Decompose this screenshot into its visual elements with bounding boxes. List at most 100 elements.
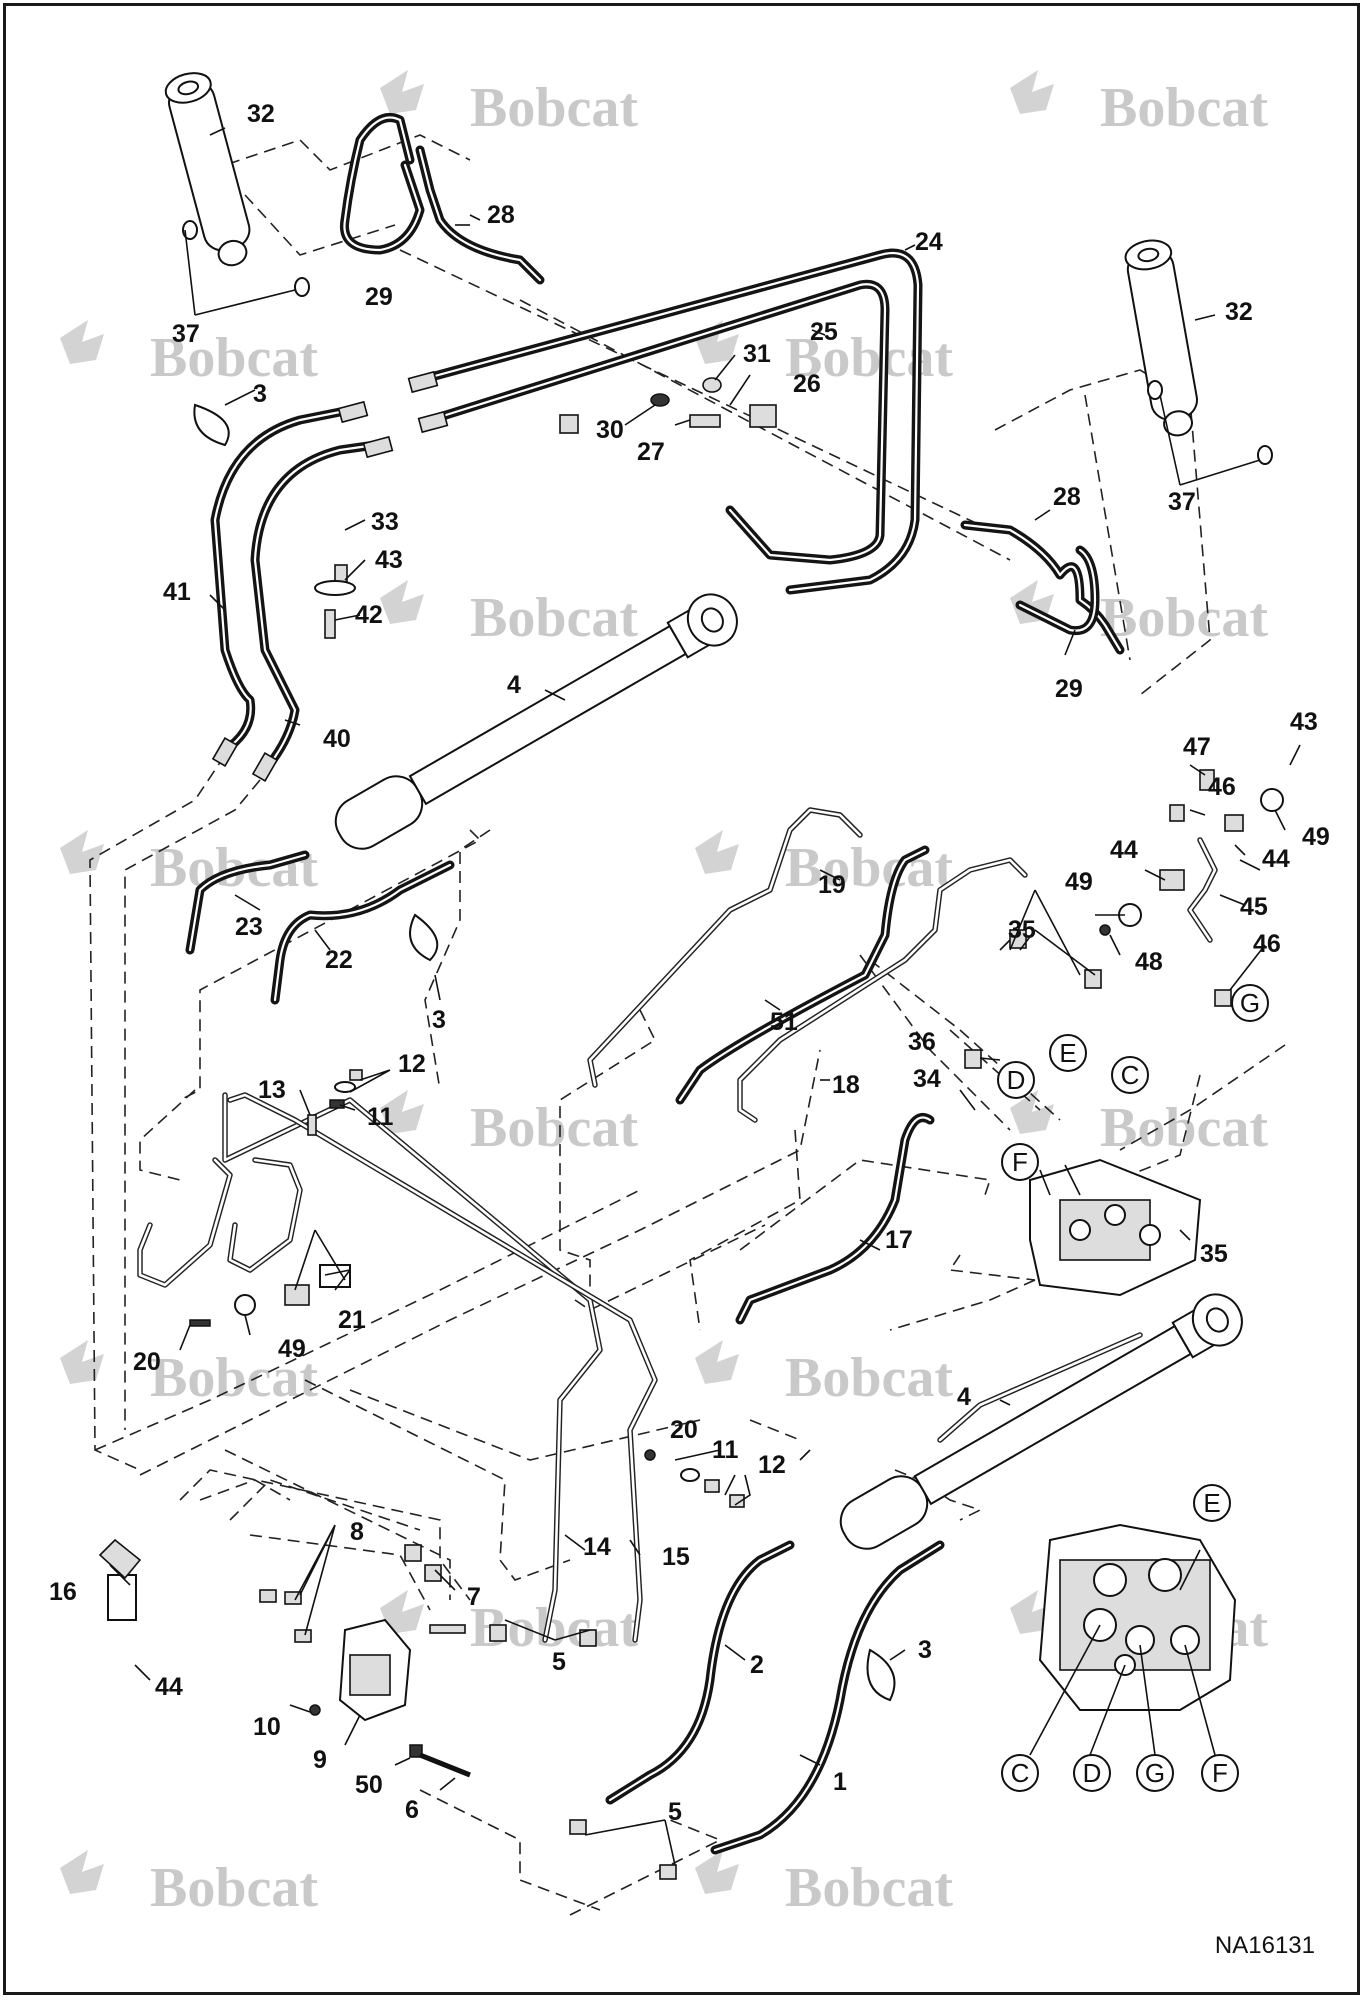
port-callout-f: F bbox=[1001, 1143, 1039, 1181]
label-part-2: 2 bbox=[750, 1651, 764, 1679]
svg-text:E: E bbox=[1203, 1488, 1220, 1518]
label-part-21: 21 bbox=[338, 1306, 366, 1334]
label-part-27: 27 bbox=[637, 438, 665, 466]
watermark-text: Bobcat bbox=[470, 1097, 638, 1159]
part-number-labels: 32 28 29 37 3 24 25 31 26 30 27 32 37 28… bbox=[49, 100, 1330, 1826]
watermark-text: Bobcat bbox=[470, 587, 638, 649]
label-part-25: 25 bbox=[810, 318, 838, 346]
detail-callout-f: F bbox=[1201, 1754, 1239, 1792]
svg-text:G: G bbox=[1145, 1758, 1165, 1788]
label-part-12b: 12 bbox=[758, 1451, 786, 1479]
label-part-34: 34 bbox=[913, 1065, 941, 1093]
label-part-46: 46 bbox=[1208, 773, 1236, 801]
label-part-17: 17 bbox=[885, 1226, 913, 1254]
svg-text:F: F bbox=[1212, 1758, 1228, 1788]
watermark-text: Bobcat bbox=[150, 327, 318, 389]
label-part-50: 50 bbox=[355, 1771, 383, 1799]
label-part-42: 44 bbox=[155, 1673, 183, 1701]
label-part-6: 7 bbox=[467, 1583, 481, 1611]
label-part-29: 29 bbox=[365, 283, 393, 311]
svg-text:D: D bbox=[1007, 1065, 1026, 1095]
assembly-dashed-lines bbox=[89, 134, 1286, 1916]
cylinder-upper-right bbox=[1124, 239, 1198, 437]
label-part-14: 14 bbox=[583, 1533, 611, 1561]
label-part-44b: 44 bbox=[1262, 845, 1290, 873]
label-part-29b: 29 bbox=[1055, 675, 1083, 703]
port-callout-d: D bbox=[997, 1061, 1035, 1099]
label-part-51: 51 bbox=[770, 1008, 798, 1036]
label-part-35: 35 bbox=[1008, 916, 1036, 944]
label-part-3c: 3 bbox=[918, 1636, 932, 1664]
label-part-40: 42 bbox=[355, 601, 383, 629]
label-part-35b: 36 bbox=[908, 1028, 936, 1056]
label-part-44: 44 bbox=[1110, 836, 1138, 864]
svg-text:G: G bbox=[1240, 988, 1260, 1018]
label-part-11b: 11 bbox=[712, 1436, 739, 1464]
watermark-text: Bobcat bbox=[470, 77, 638, 139]
port-callout-g: G bbox=[1231, 984, 1269, 1022]
label-part-20: 20 bbox=[133, 1348, 161, 1376]
lift-cylinder-upper bbox=[334, 593, 738, 850]
port-callouts: D E C G F E C D bbox=[997, 984, 1269, 1792]
label-part-28b: 28 bbox=[1053, 483, 1081, 511]
label-part-3: 3 bbox=[253, 380, 267, 408]
label-part-15: 15 bbox=[662, 1543, 690, 1571]
label-part-37: 37 bbox=[172, 320, 200, 348]
label-part-33: 33 bbox=[371, 508, 399, 536]
label-part-26: 26 bbox=[793, 370, 821, 398]
label-part-3b: 3 bbox=[432, 1006, 446, 1034]
label-part-31: 31 bbox=[743, 340, 771, 368]
label-part-23: 23 bbox=[235, 913, 263, 941]
watermark-text: Bobcat bbox=[785, 1347, 953, 1409]
label-part-49c: 49 bbox=[278, 1335, 306, 1363]
watermark-text: Bobcat bbox=[785, 1857, 953, 1919]
label-part-24: 24 bbox=[915, 228, 943, 256]
label-part-49: 49 bbox=[1302, 823, 1330, 851]
label-part-12: 12 bbox=[398, 1050, 426, 1078]
label-part-22: 22 bbox=[325, 946, 353, 974]
label-part-4b: 4 bbox=[957, 1383, 971, 1411]
label-part-7: 8 bbox=[350, 1518, 364, 1546]
detail-callout-e: E bbox=[1193, 1484, 1231, 1522]
svg-text:C: C bbox=[1011, 1758, 1030, 1788]
label-part-30: 30 bbox=[596, 416, 624, 444]
label-part-9: 6 bbox=[405, 1796, 419, 1824]
svg-text:E: E bbox=[1059, 1038, 1076, 1068]
label-part-36: 35 bbox=[1200, 1240, 1228, 1268]
label-part-38: 40 bbox=[323, 725, 351, 753]
label-part-49b: 49 bbox=[1065, 868, 1093, 896]
label-part-28: 28 bbox=[487, 201, 515, 229]
label-part-5b: 5 bbox=[668, 1798, 682, 1826]
label-part-37b: 37 bbox=[1168, 488, 1196, 516]
label-part-47: 47 bbox=[1183, 733, 1211, 761]
label-part-32: 32 bbox=[247, 100, 275, 128]
label-part-19: 19 bbox=[818, 871, 846, 899]
watermarks: Bobcat Bobcat Bobcat Bobcat Bobcat Bobca… bbox=[60, 70, 1268, 1919]
label-part-10: 10 bbox=[253, 1713, 281, 1741]
svg-text:D: D bbox=[1083, 1758, 1102, 1788]
port-callout-e: E bbox=[1049, 1034, 1087, 1072]
watermark-text: Bobcat bbox=[150, 1857, 318, 1919]
detail-callout-c: C bbox=[1001, 1754, 1039, 1792]
label-part-5: 5 bbox=[552, 1648, 566, 1676]
label-part-18: 18 bbox=[832, 1071, 860, 1099]
watermark-text: Bobcat bbox=[785, 837, 953, 899]
drawing-number: NA16131 bbox=[1214, 1932, 1315, 1959]
svg-text:F: F bbox=[1012, 1147, 1028, 1177]
label-part-16: 16 bbox=[49, 1578, 77, 1606]
leader-lines bbox=[109, 127, 1301, 1866]
label-part-1: 1 bbox=[833, 1768, 847, 1796]
label-part-43: 43 bbox=[1290, 708, 1318, 736]
label-part-13: 13 bbox=[258, 1076, 286, 1104]
label-part-20b: 20 bbox=[670, 1416, 698, 1444]
label-part-46b: 46 bbox=[1253, 930, 1281, 958]
label-part-45: 45 bbox=[1240, 893, 1268, 921]
detail-callout-g: G bbox=[1136, 1754, 1174, 1792]
cylinder-upper-left bbox=[164, 72, 251, 267]
svg-text:C: C bbox=[1121, 1060, 1140, 1090]
detail-callout-d: D bbox=[1073, 1754, 1111, 1792]
watermark-text: Bobcat bbox=[1100, 77, 1268, 139]
lift-cylinder-lower bbox=[839, 1293, 1243, 1550]
label-part-4: 4 bbox=[507, 671, 521, 699]
